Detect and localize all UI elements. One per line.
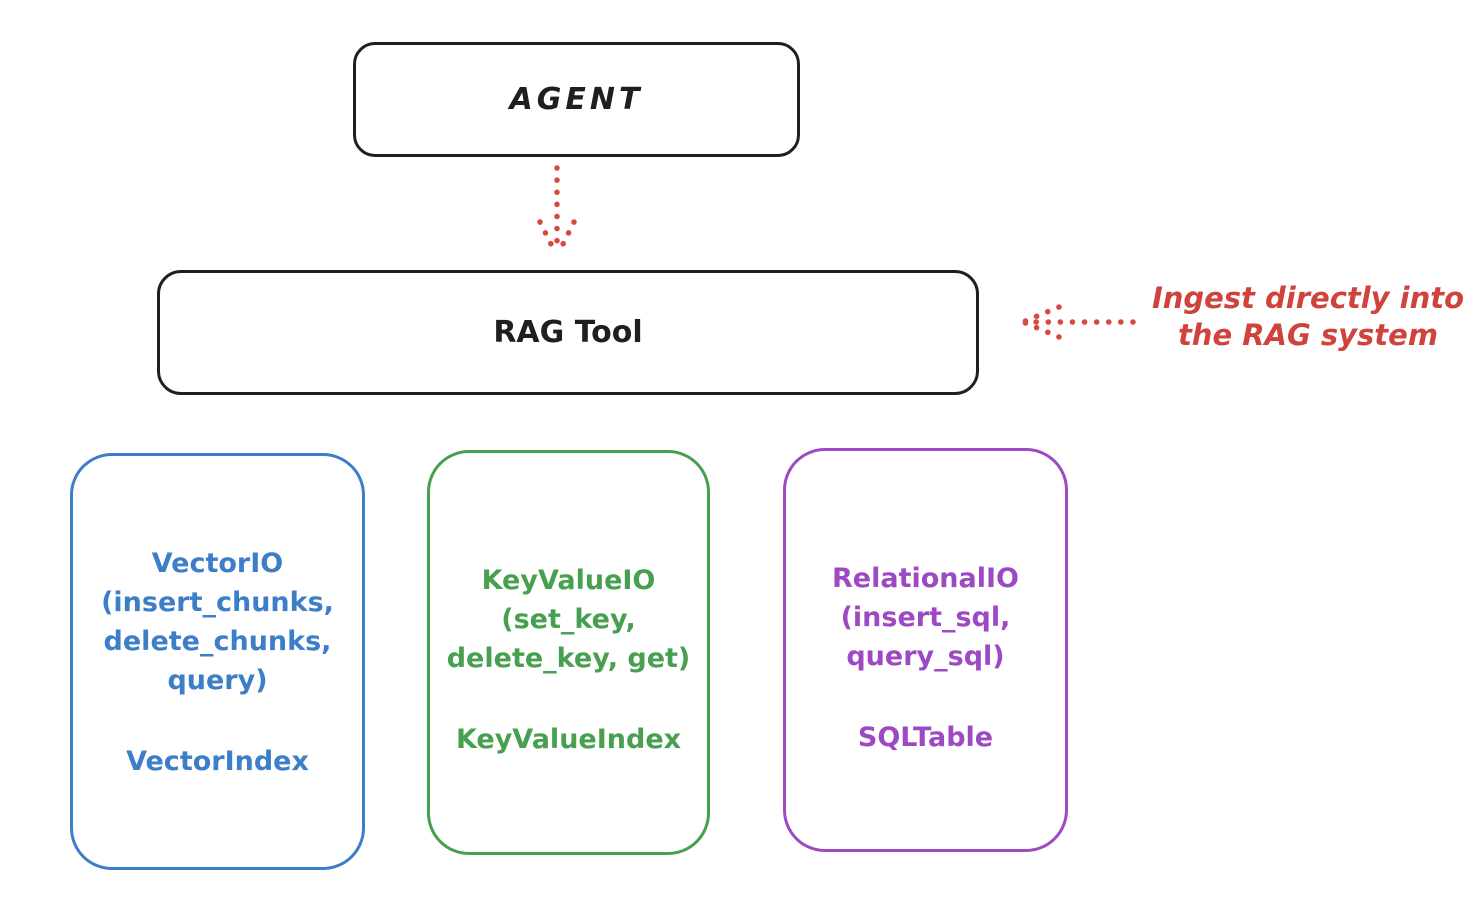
sql-table-label: SQLTable <box>857 722 994 753</box>
key-value-io-box: KeyValueIO (set_key, delete_key, get) Ke… <box>427 450 710 855</box>
vector-index-label: VectorIndex <box>126 746 309 777</box>
ingest-annotation: Ingest directly into the RAG system <box>1138 280 1478 354</box>
store-title-line: delete_chunks, <box>103 626 332 657</box>
store-title-line: (set_key, <box>501 604 636 635</box>
rag-tool-box-label: RAG Tool <box>493 315 643 350</box>
store-title-line: (insert_sql, <box>840 602 1011 633</box>
ingest-annotation-line2: the RAG system <box>1177 318 1439 352</box>
dotted-arrow-down-icon <box>537 165 577 257</box>
rag-tool-box: RAG Tool <box>157 270 979 395</box>
ingest-annotation-line1: Ingest directly into <box>1151 281 1465 315</box>
agent-box: AGENT <box>353 42 800 157</box>
dotted-arrow-left-icon <box>1020 304 1136 340</box>
relational-io-title: RelationalIO (insert_sql, query_sql) <box>832 559 1019 676</box>
vector-io-box: VectorIO (insert_chunks, delete_chunks, … <box>70 453 365 870</box>
vector-io-title: VectorIO (insert_chunks, delete_chunks, … <box>101 544 334 700</box>
store-title-line: VectorIO <box>151 548 284 579</box>
store-title-line: KeyValueIO <box>481 565 656 596</box>
store-title-line: query) <box>167 665 268 696</box>
store-title-line: (insert_chunks, <box>101 587 334 618</box>
relational-io-box: RelationalIO (insert_sql, query_sql) SQL… <box>783 448 1068 852</box>
store-title-line: query_sql) <box>846 641 1005 672</box>
agent-box-label: AGENT <box>509 82 644 117</box>
key-value-io-title: KeyValueIO (set_key, delete_key, get) <box>447 561 691 678</box>
key-value-index-label: KeyValueIndex <box>455 724 682 755</box>
store-title-line: delete_key, get) <box>446 643 691 674</box>
store-title-line: RelationalIO <box>832 563 1019 594</box>
